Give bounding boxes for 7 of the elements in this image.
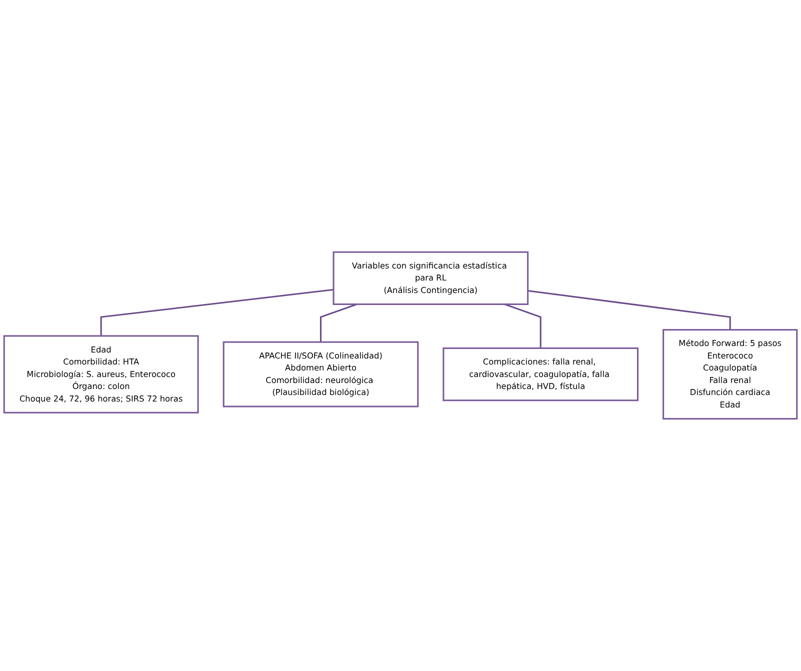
connector [528, 290, 731, 330]
node-box: Método Forward: 5 pasos Enterococo Coagulopatía Falla renal Disfunción cardiaca Edad [662, 329, 798, 420]
connector [100, 288, 334, 336]
node-box: Edad Comorbilidad: HTA Microbiología: S. aureus, Enterococo Órgano: colon Choque 24, 72, 96 horas; SIRS 72 horas [3, 335, 199, 414]
node-box: APACHE II/SOFA (Colinealidad) Abdomen Abierto Comorbilidad: neurológica (Plausibilidad biológica) [222, 341, 419, 408]
node-box: Complicaciones: falla renal, cardiovascular, coagulopatía, falla hepática, HVD, fístula [442, 348, 639, 402]
node-box: Variables con significancia estadística para RL (Análisis Contingencia) [332, 251, 529, 306]
